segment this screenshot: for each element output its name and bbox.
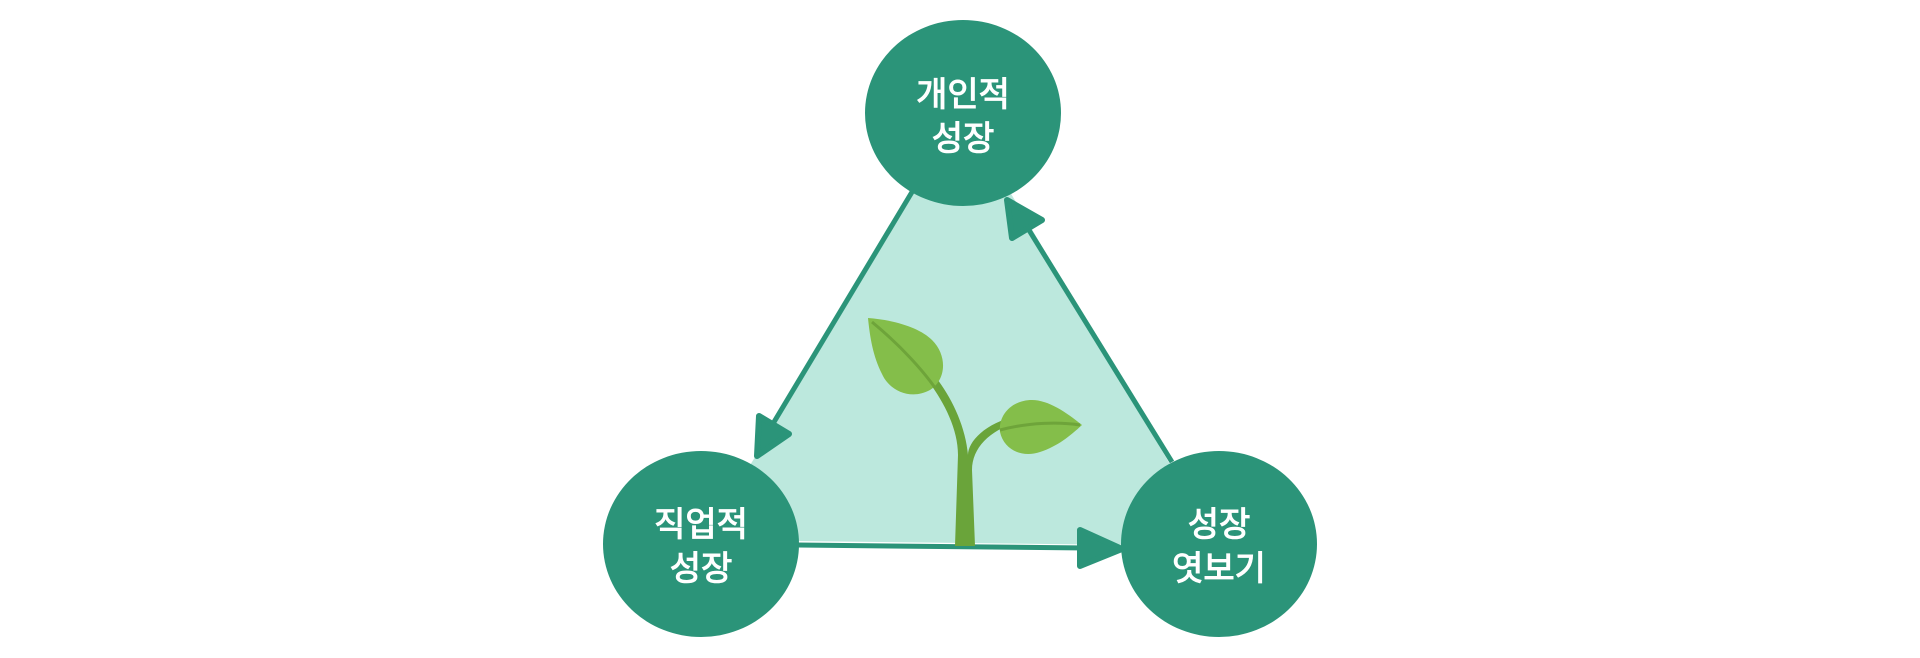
node-personal-line-2: 성장 <box>932 119 995 159</box>
arrow-growth-to-personal <box>1004 197 1175 464</box>
cycle-triangle <box>705 112 1218 546</box>
arrow-personal-to-career <box>754 180 921 459</box>
arrow-career-to-growth <box>797 527 1125 569</box>
node-career-line-1: 직업적 <box>654 505 748 545</box>
node-career-line-2: 성장 <box>670 549 733 589</box>
node-personal-growth: 개인적 성장 <box>865 20 1061 206</box>
node-growth-peek: 성장 엿보기 <box>1121 451 1317 637</box>
sprout-icon <box>868 318 1082 546</box>
node-career-growth: 직업적 성장 <box>603 451 799 637</box>
node-growth-line-2: 엿보기 <box>1172 549 1266 589</box>
node-personal-line-1: 개인적 <box>916 75 1010 115</box>
node-growth-line-1: 성장 <box>1188 505 1251 545</box>
